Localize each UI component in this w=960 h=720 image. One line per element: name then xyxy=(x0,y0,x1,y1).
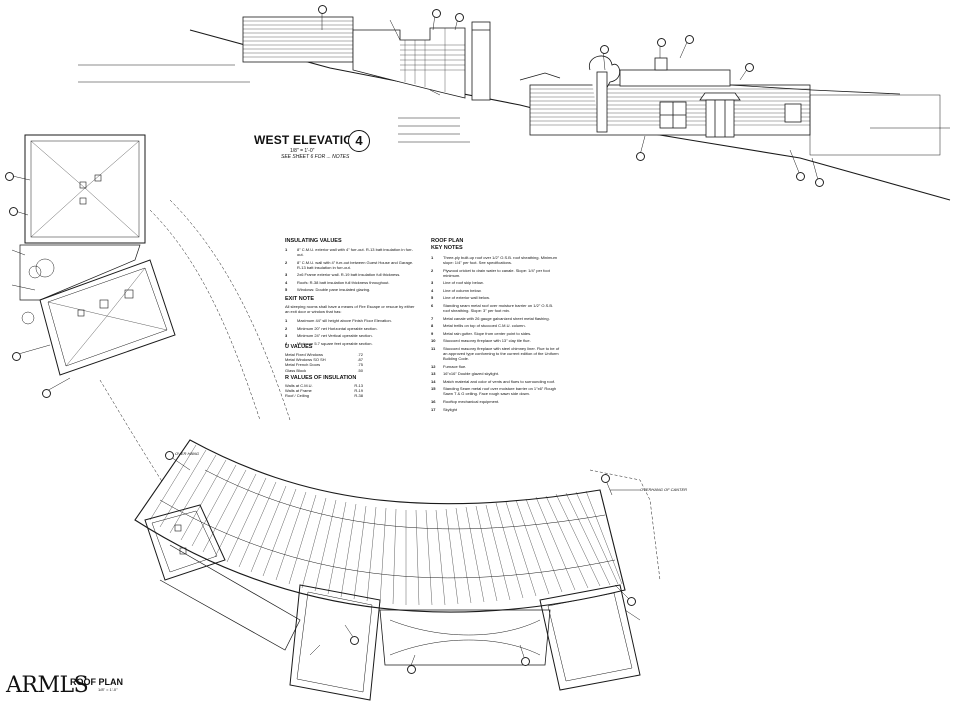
table-row: Metal Windows SO SH.87 xyxy=(285,357,363,363)
west-elevation-drawing xyxy=(78,10,951,201)
callout-marker xyxy=(350,636,359,645)
callout-marker xyxy=(685,35,694,44)
exit-note-intro: All sleeping rooms shall have a means of… xyxy=(285,304,415,314)
roof-notes-heading: ROOF PLAN xyxy=(431,238,464,244)
callout-marker xyxy=(12,352,21,361)
exit-note-heading: EXIT NOTE xyxy=(285,296,315,302)
elevation-scale: 1/8" = 1'-0" xyxy=(290,148,315,154)
callout-marker xyxy=(657,38,666,47)
elevation-note: SEE SHEET 6 FOR ... NOTES xyxy=(281,154,350,160)
roof-notes-subheading: KEY NOTES xyxy=(431,245,463,251)
callout-marker xyxy=(601,474,610,483)
callout-marker xyxy=(521,657,530,666)
callout-marker xyxy=(5,172,14,181)
overhang-left-label: OVER HANG xyxy=(175,451,200,456)
insulating-values-heading: INSULATING VALUES xyxy=(285,238,342,244)
table-row: Metal Fixed Windows.72 xyxy=(285,352,363,357)
callout-marker xyxy=(745,63,754,72)
callout-marker xyxy=(796,172,805,181)
callout-marker xyxy=(432,9,441,18)
callout-marker xyxy=(9,207,18,216)
elevation-title: WEST ELEVATION xyxy=(254,133,362,147)
callout-marker xyxy=(600,45,609,54)
watermark-logo: ARMLS xyxy=(6,673,89,698)
roof-plan-drawing xyxy=(7,134,661,701)
r-values-heading: R VALUES OF INSULATION xyxy=(285,375,357,381)
u-values-table: Metal Fixed Windows.72 Metal Windows SO … xyxy=(285,352,363,373)
u-values-heading: U VALUES xyxy=(285,344,313,350)
callout-marker xyxy=(318,5,327,14)
callout-marker xyxy=(42,389,51,398)
table-row: Metal French Doors.75 xyxy=(285,362,363,368)
callout-marker xyxy=(636,152,645,161)
roof-plan-title: ROOF PLAN xyxy=(70,677,123,687)
callout-marker xyxy=(815,178,824,187)
table-row: Walls at C.M.U.R-13 xyxy=(285,383,363,388)
callout-marker xyxy=(627,597,636,606)
overhang-label: OVERHANG OF CANTER xyxy=(640,487,688,492)
roof-plan-scale: 1/8" = 1'-0" xyxy=(98,687,118,692)
callout-marker xyxy=(455,13,464,22)
callout-marker xyxy=(165,451,174,460)
table-row: Glass Block.50 xyxy=(285,367,363,373)
callout-marker xyxy=(407,665,416,674)
elevation-number-badge: 4 xyxy=(348,130,370,152)
